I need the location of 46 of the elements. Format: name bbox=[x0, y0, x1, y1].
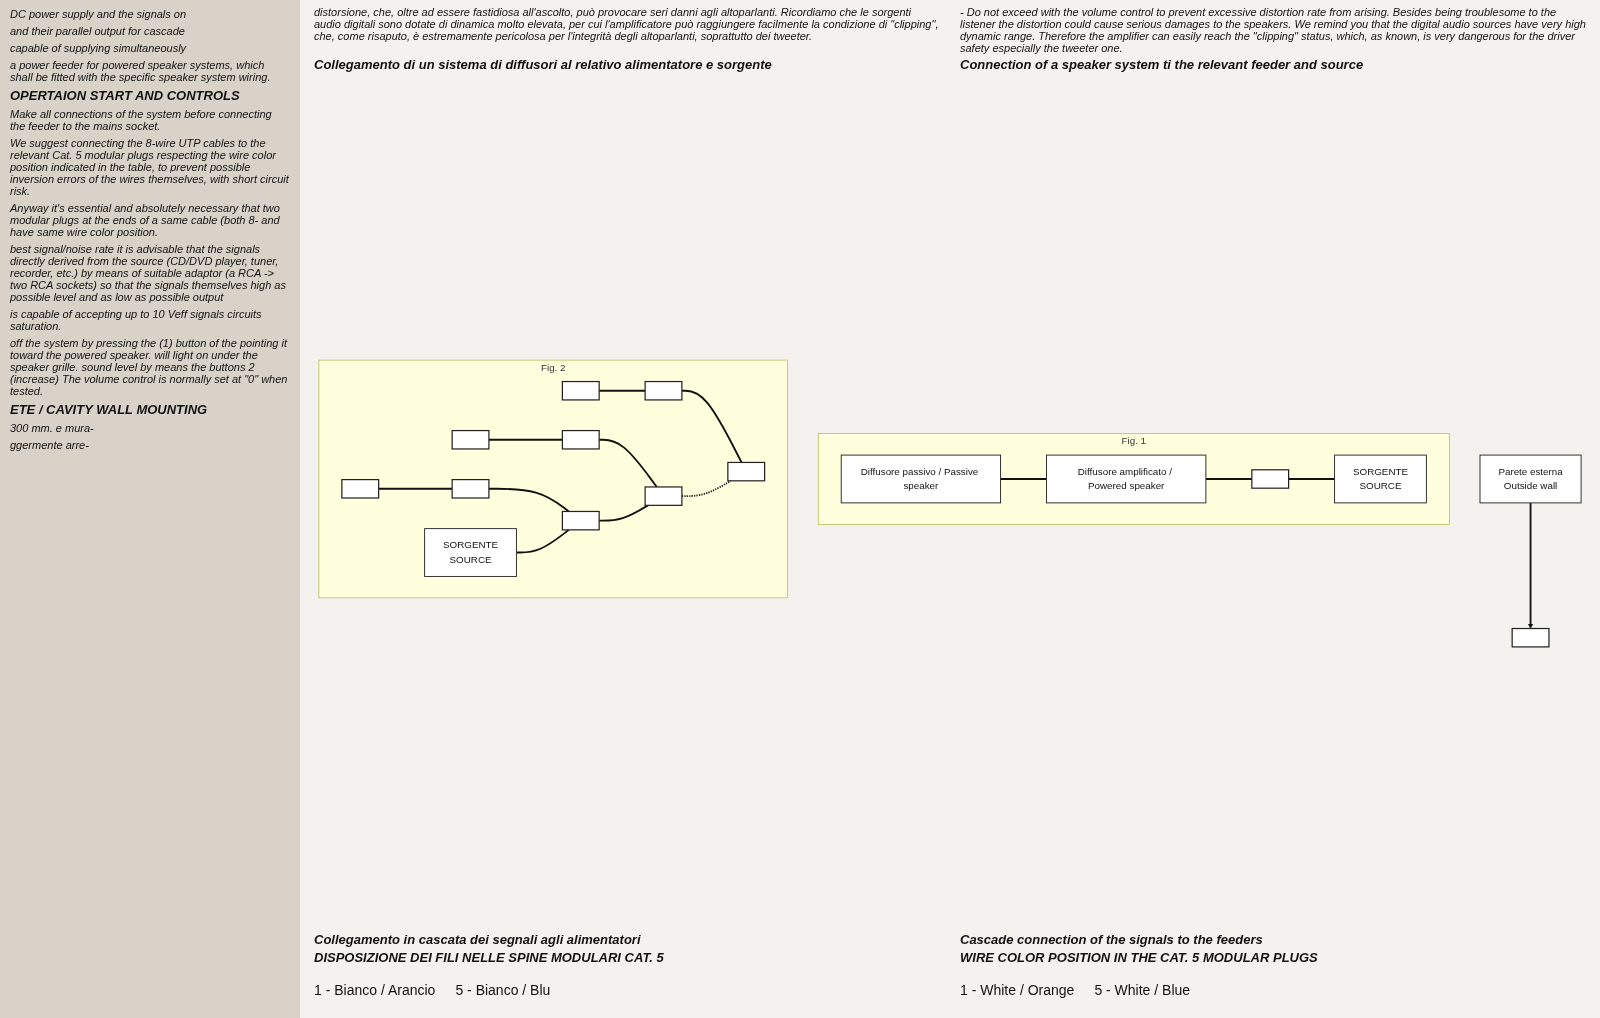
node-box bbox=[644, 486, 683, 506]
node-box bbox=[727, 461, 766, 482]
node-box bbox=[451, 479, 490, 499]
table-heading: WIRE COLOR POSITION IN THE CAT. 5 MODULAR PLUGS bbox=[960, 950, 1319, 965]
body-text: and their parallel output for cascade bbox=[10, 25, 186, 37]
table-cell: 5 - Bianco / Blu bbox=[455, 982, 551, 998]
node-box bbox=[561, 510, 600, 531]
node-box: Diffusore amplificato / Powered speaker bbox=[1046, 454, 1207, 504]
node-box bbox=[561, 380, 600, 401]
body-text: is capable of accepting up to 10 Veff signals circuits saturation. bbox=[10, 308, 263, 332]
node-box bbox=[1251, 469, 1290, 489]
node-box bbox=[644, 380, 683, 401]
body-text: We suggest connecting the 8-wire UTP cables to the relevant Cat. 5 modular plugs respecting the wire color position indicated in the table, to prevent possible inversion errors of the wires themselves, with short circuit risk. bbox=[10, 137, 290, 197]
body-text: DC power supply and the signals on bbox=[10, 8, 188, 20]
body-text: Anyway it's essential and absolutely necessary that two modular plugs at the ends of a same cable (both 8- and have same wire color position. bbox=[10, 202, 281, 238]
figure-heading: Collegamento di un sistema di diffusori al relativo alimentatore e sorgente bbox=[314, 57, 773, 72]
body-text: Make all connections of the system before connecting the feeder to the mains socket. bbox=[10, 108, 273, 132]
arrow bbox=[1527, 501, 1534, 629]
figure-heading: Collegamento in cascata dei segnali agli alimentatori bbox=[314, 932, 642, 947]
node-box: SORGENTE SOURCE bbox=[1334, 454, 1427, 504]
connector bbox=[999, 478, 1048, 480]
figure-heading: Connection of a speaker system ti the relevant feeder and source bbox=[960, 57, 1365, 72]
body-text: 300 mm. e mura- bbox=[10, 422, 95, 434]
table-cell: 1 - White / Orange bbox=[960, 982, 1075, 998]
body-text: a power feeder for powered speaker systems, which shall be fitted with the specific speaker system wiring. bbox=[10, 59, 272, 83]
connector bbox=[488, 487, 570, 513]
table-cell: 5 - White / Blue bbox=[1094, 982, 1191, 998]
node-box bbox=[561, 429, 600, 450]
table-cell: 1 - Bianco / Arancio bbox=[314, 982, 436, 998]
body-text: best signal/noise rate it is advisable that the signals directly derived from the source (CD/DVD player, tuner, recorder, etc.) by means of suitable adaptor (a RCA -> two RCA sockets) so that the signals themselves high as possible level and as low as possible output bbox=[10, 243, 287, 303]
node-box: SORGENTE SOURCE bbox=[424, 528, 517, 577]
node-box bbox=[1511, 627, 1550, 648]
section-heading: ETE / CAVITY WALL MOUNTING bbox=[10, 402, 209, 417]
body-text: off the system by pressing the (1) button of the pointing it toward the powered speaker. will light on under the speaker grille. sound level by means the buttons 2 (increase) The volume control is normally set at "0" when tested. bbox=[10, 337, 289, 397]
table-heading: DISPOSIZIONE DEI FILI NELLE SPINE MODULARI CAT. 5 bbox=[314, 950, 665, 965]
body-text: capable of supplying simultaneously bbox=[10, 42, 188, 54]
node-box bbox=[451, 429, 490, 450]
connector bbox=[515, 528, 570, 554]
node-box: Diffusore passivo / Passive speaker bbox=[840, 454, 1002, 504]
body-text: ggermente arre- bbox=[10, 439, 90, 451]
body-text: distorsione, che, oltre ad essere fastidiosa all'ascolto, può provocare seri danni agli altoparlanti. Ricordiamo che le sorgenti audio digitali sono dotate di dinamica molto elevata, per cui l'amplificatore può raggiungere facilmente la condizione di "clipping", che, come risaputo, è estremamente pericolosa per l'integrità degli altoparlanti, soprattutto dei tweeter. bbox=[314, 6, 940, 42]
figure-heading: Cascade connection of the signals to the feeders bbox=[960, 932, 1264, 947]
body-text: - Do not exceed with the volume control to prevent excessive distortion rate from arising. Besides being troublesome to the listener the distortion could cause serious damages to the speakers. We remind you that the digital audio sources have very high dynamic range. Therefore the amplifier can easily reach the "clipping" status, which, as known, is very dangerous for the driver safety especially the tweeter one. bbox=[960, 6, 1586, 54]
node-box bbox=[341, 479, 380, 499]
section-heading: OPERTAION START AND CONTROLS bbox=[10, 88, 241, 103]
node-box: Parete esterna Outside wall bbox=[1479, 454, 1582, 504]
